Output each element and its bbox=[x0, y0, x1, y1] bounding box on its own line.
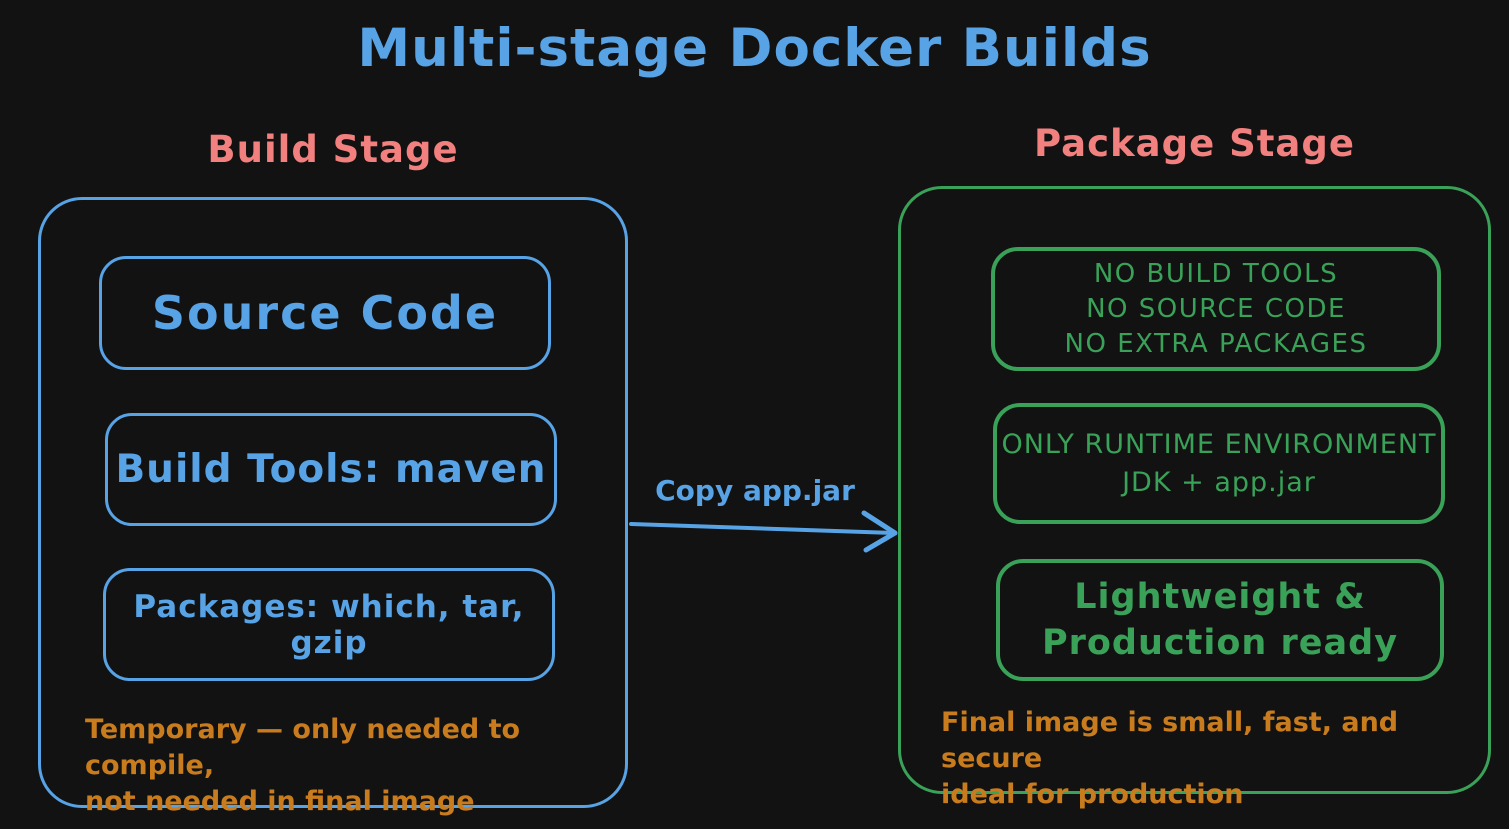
no-source-code-line: NO SOURCE CODE bbox=[1086, 293, 1346, 324]
source-code-label: Source Code bbox=[151, 286, 499, 340]
copy-appjar-label: Copy app.jar bbox=[655, 474, 855, 507]
packages-label: Packages: which, tar, gzip bbox=[133, 588, 525, 661]
build-stage-note-line2: not needed in final image bbox=[85, 786, 475, 817]
build-stage-note-line1: Temporary — only needed to compile, bbox=[85, 714, 521, 781]
production-ready-line: Production ready bbox=[1041, 623, 1399, 663]
right-arrow-icon bbox=[629, 510, 898, 553]
build-stage-note: Temporary — only needed to compile, not … bbox=[85, 712, 625, 820]
package-stage-note-line2: ideal for production bbox=[941, 779, 1244, 810]
build-tools-label: Build Tools: maven bbox=[115, 447, 547, 492]
package-stage-note-line1: Final image is small, fast, and secure bbox=[941, 707, 1399, 774]
package-stage-note: Final image is small, fast, and secure i… bbox=[941, 705, 1486, 813]
build-stage-container: Source Code Build Tools: maven Packages:… bbox=[38, 197, 628, 817]
lightweight-box: Lightweight & Production ready bbox=[996, 559, 1444, 681]
runtime-environment-line: ONLY RUNTIME ENVIRONMENT bbox=[1001, 428, 1437, 460]
no-extra-packages-line: NO EXTRA PACKAGES bbox=[1064, 328, 1368, 359]
runtime-environment-box: ONLY RUNTIME ENVIRONMENT JDK + app.jar bbox=[993, 403, 1445, 524]
diagram-title: Multi-stage Docker Builds bbox=[357, 18, 1152, 79]
no-build-tools-box: NO BUILD TOOLS NO SOURCE CODE NO EXTRA P… bbox=[991, 247, 1441, 371]
no-build-tools-line: NO BUILD TOOLS bbox=[1093, 258, 1339, 289]
packages-box: Packages: which, tar, gzip bbox=[103, 568, 555, 681]
build-tools-box: Build Tools: maven bbox=[105, 413, 557, 526]
source-code-box: Source Code bbox=[99, 256, 551, 370]
package-stage-container: NO BUILD TOOLS NO SOURCE CODE NO EXTRA P… bbox=[898, 186, 1491, 810]
lightweight-line: Lightweight & bbox=[1074, 577, 1366, 617]
package-stage-heading: Package Stage bbox=[1034, 122, 1355, 165]
build-stage-heading: Build Stage bbox=[207, 128, 459, 171]
jdk-appjar-line: JDK + app.jar bbox=[1122, 466, 1316, 498]
